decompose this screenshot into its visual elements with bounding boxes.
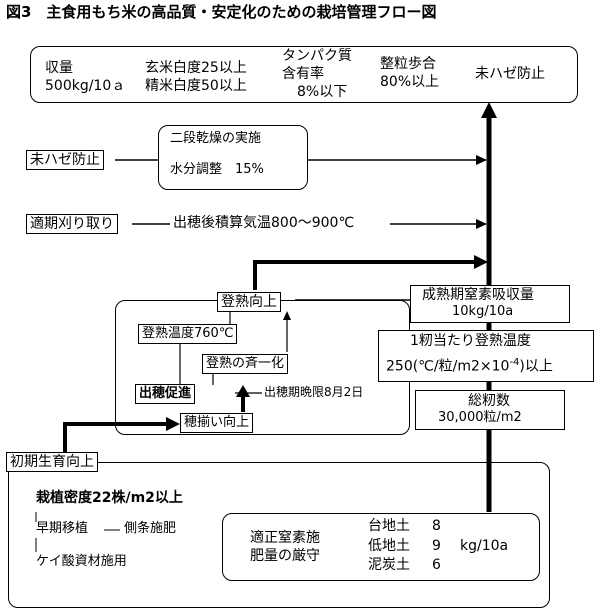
per-grain-temp-value: 250(℃/粒/m2×10-4)以上 xyxy=(386,357,553,375)
per-grain-temp-box xyxy=(378,330,594,382)
heading-promote-label: 出穂促進 xyxy=(135,384,196,404)
moisture-adjust: 水分調整 15% xyxy=(170,162,264,177)
ripening-temp-label: 登熟温度760℃ xyxy=(138,324,238,344)
soil-lowland: 低地土 xyxy=(368,538,410,554)
brown-rice-whiteness: 玄米白度25以上 xyxy=(145,60,247,76)
drying-box xyxy=(158,125,308,190)
value-upland: 8 xyxy=(432,518,441,534)
silicate-application: ケイ酸資材施用 xyxy=(36,554,127,569)
ripening-improve-label: 登熟向上 xyxy=(217,292,281,312)
nitrogen-uptake-value: 10kg/10a xyxy=(452,304,514,319)
yield-label: 収量 xyxy=(45,60,73,76)
value-lowland: 9 xyxy=(432,538,441,554)
total-grains-title: 総籾数 xyxy=(468,393,510,409)
heading-temp-label: 出穂後積算気温800～900℃ xyxy=(170,214,358,232)
prevent-label: 未ハゼ防止 xyxy=(475,66,545,82)
protein-label-1: タンパク質 xyxy=(282,48,352,64)
planting-density: 栽植密度22株/m2以上 xyxy=(36,490,183,506)
unit-label: kg/10a xyxy=(460,538,509,554)
nitrogen-uptake-box xyxy=(410,285,570,323)
protein-value: 8%以下 xyxy=(297,84,348,100)
outcome-box xyxy=(30,46,578,103)
soil-upland: 台地土 xyxy=(368,518,410,534)
early-transplant: 早期移植 xyxy=(36,521,89,536)
per-grain-temp-title: 1籾当たり登熟温度 xyxy=(410,333,531,349)
early-growth-region xyxy=(8,462,550,608)
figure-title: 図3 主食用もち米の高品質・安定化のための栽培管理フロー図 xyxy=(6,3,437,21)
protein-label-2: 含有率 xyxy=(282,66,324,82)
timely-harvest-label: 適期刈り取り xyxy=(26,214,118,234)
nitrogen-fert-box xyxy=(222,513,540,581)
ripening-uniform-label: 登熟の斉一化 xyxy=(202,354,289,374)
early-growth-label: 初期生育向上 xyxy=(6,452,98,472)
value-peat: 6 xyxy=(432,557,441,573)
drying-method: 二段乾燥の実施 xyxy=(170,131,262,146)
yield-value: 500kg/10ａ xyxy=(45,78,126,94)
mihaze-prevent-label: 未ハゼ防止 xyxy=(26,150,104,170)
nitrogen-fert-2: 肥量の厳守 xyxy=(250,548,320,564)
heading-deadline: 出穂期晩限8月2日 xyxy=(264,385,364,399)
side-fertilization: 側条施肥 xyxy=(124,521,177,536)
polished-rice-whiteness: 精米白度50以上 xyxy=(145,78,247,94)
heading-uniformity-label: 穂揃い向上 xyxy=(180,413,254,433)
nitrogen-uptake-title: 成熟期窒素吸収量 xyxy=(422,287,534,303)
total-grains-box xyxy=(415,390,565,430)
soil-peat: 泥炭土 xyxy=(368,557,410,573)
whole-grain-value: 80%以上 xyxy=(380,74,440,90)
whole-grain-label: 整粒歩合 xyxy=(380,56,436,72)
nitrogen-fert-1: 適正窒素施 xyxy=(250,530,320,546)
total-grains-value: 30,000粒/m2 xyxy=(438,410,522,425)
